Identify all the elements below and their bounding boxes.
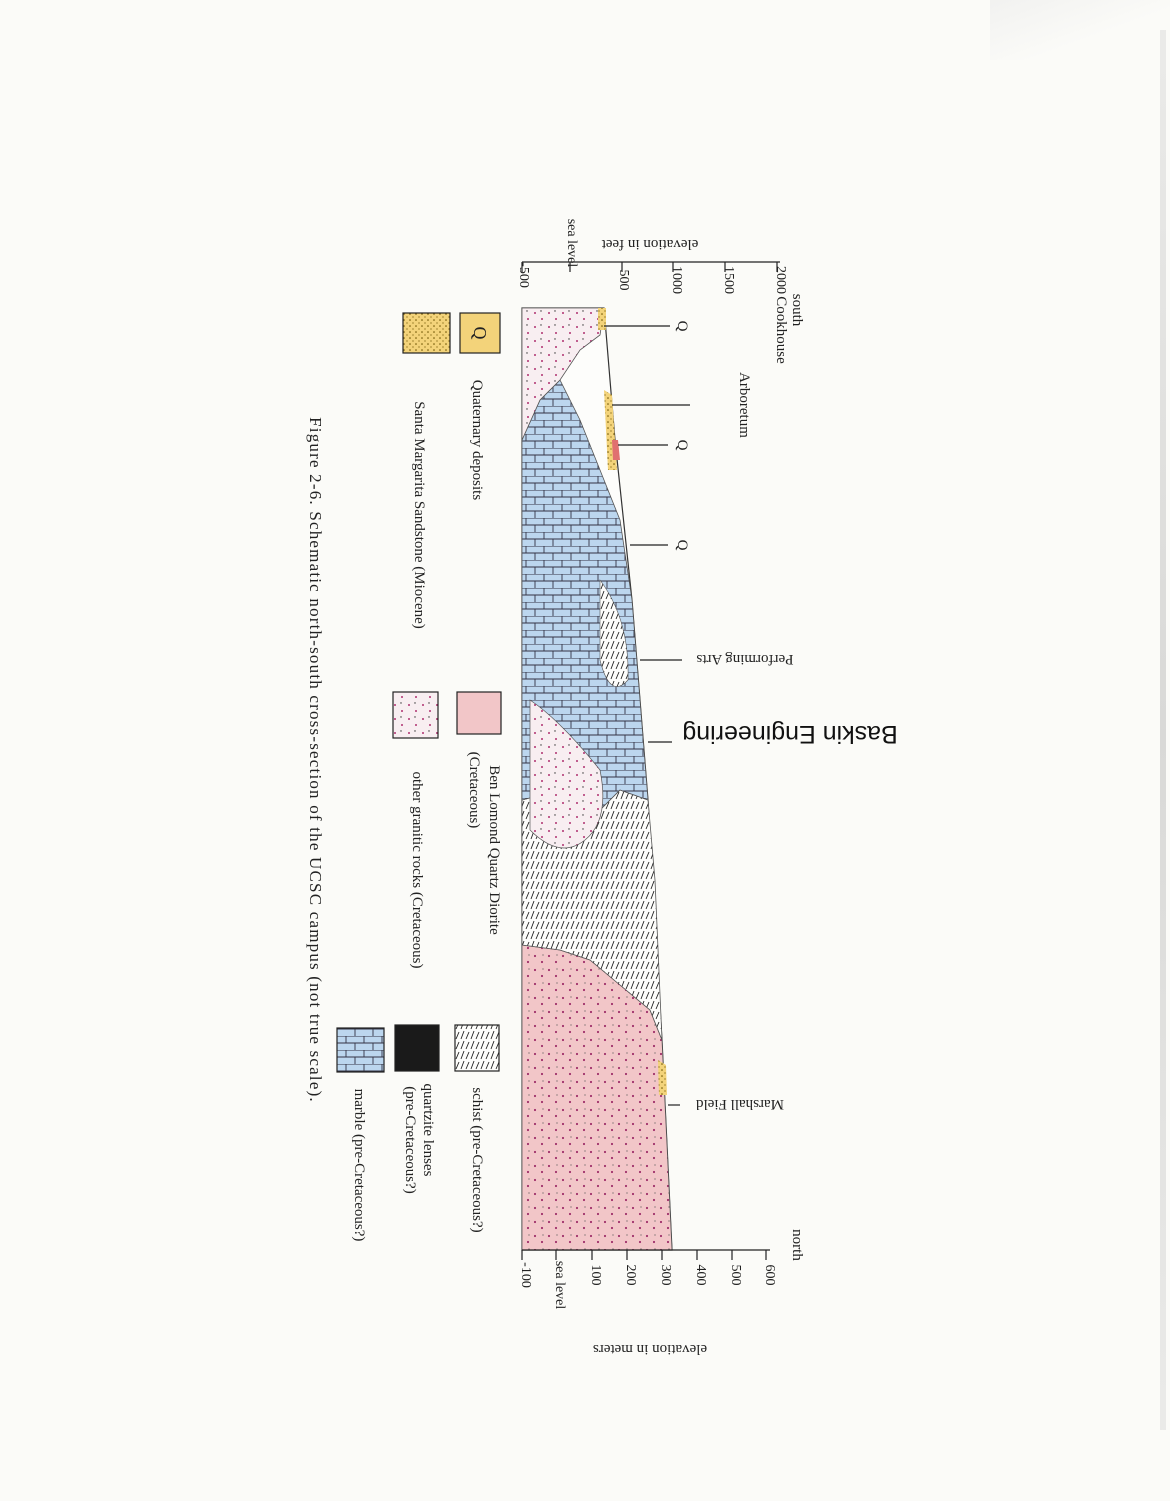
- right-tick-minus100: -100: [518, 1262, 533, 1288]
- legend-quaternary-symbol: Q: [470, 327, 490, 340]
- direction-north: north: [789, 1229, 805, 1261]
- legend-other-granitic-swatch: [392, 691, 439, 739]
- legend-ben-lomond-label-2: (Cretaceous): [466, 752, 482, 829]
- right-tick-400: 400: [693, 1265, 708, 1286]
- cross-section-body: [521, 307, 673, 1251]
- direction-south: south: [789, 294, 805, 327]
- location-arboretum: Arboretum: [736, 372, 752, 438]
- legend-marble-label: marble (pre-Cretaceous?): [351, 1089, 367, 1242]
- location-q3: Q: [674, 540, 690, 551]
- location-performing-arts: Performing Arts: [696, 651, 793, 667]
- legend-schist-label: schist (pre-Cretaceous?): [469, 1087, 485, 1232]
- schist-patch: [599, 579, 629, 687]
- location-q1: Q: [674, 321, 690, 332]
- location-marshall-field: Marshall Field: [696, 1096, 784, 1112]
- legend-quaternary-label: Quaternary deposits: [469, 380, 485, 501]
- legend-marble-swatch: [336, 1027, 385, 1073]
- legend: Q Quaternary deposits Santa Margarita Sa…: [336, 312, 502, 1242]
- left-axis-title: elevation in feet: [601, 236, 698, 252]
- right-axis: [521, 1249, 770, 1260]
- left-axis-sea-level: sea level: [564, 219, 579, 268]
- legend-santa-margarita-label: Santa Margarita Sandstone (Miocene): [411, 401, 427, 629]
- quaternary-deposit-1: [612, 440, 620, 460]
- left-tick-2000: 2000: [773, 266, 788, 294]
- right-axis-sea-level: sea level: [552, 1261, 567, 1310]
- legend-schist-swatch: [454, 1024, 500, 1072]
- legend-other-granitic-label: other granitic rocks (Cretaceous): [409, 772, 425, 969]
- legend-quartzite-label-1: quartzite lenses: [420, 1084, 436, 1177]
- legend-santa-margarita-swatch: [402, 312, 451, 354]
- location-markers: [604, 325, 690, 1106]
- left-tick-1000: 1000: [669, 266, 684, 294]
- legend-quartzite-swatch: [394, 1024, 440, 1072]
- location-q2: Q: [674, 440, 690, 451]
- baskin-engineering-label: Baskin Engineering: [682, 720, 897, 748]
- legend-quaternary-swatch: [459, 312, 501, 354]
- legend-quartzite-label-2: (pre-Cretaceous?): [402, 1086, 418, 1193]
- right-tick-100: 100: [588, 1265, 603, 1286]
- left-axis: [521, 261, 780, 272]
- legend-ben-lomond-swatch: [456, 691, 502, 735]
- left-tick-500: 500: [616, 270, 631, 291]
- figure-caption: Figure 2-6. Schematic north-south cross-…: [306, 417, 325, 1103]
- right-tick-600: 600: [762, 1265, 777, 1286]
- scan-edge-shadow: [1160, 30, 1166, 1430]
- other-granitic-zone-middle: [529, 699, 604, 849]
- left-tick-minus500: -500: [516, 262, 531, 288]
- right-axis-title: elevation in meters: [593, 1341, 707, 1357]
- sandstone-deposit-marshall: [658, 1060, 667, 1095]
- right-tick-200: 200: [623, 1265, 638, 1286]
- page-corner-shadow: [990, 0, 1170, 60]
- right-tick-500: 500: [728, 1265, 743, 1286]
- left-tick-1500: 1500: [721, 266, 736, 294]
- legend-ben-lomond-label-1: Ben Lomond Quartz Diorite: [486, 765, 502, 935]
- location-cookhouse: Cookhouse: [773, 296, 789, 364]
- right-tick-300: 300: [658, 1265, 673, 1286]
- sandstone-deposit-cookhouse: [598, 308, 606, 330]
